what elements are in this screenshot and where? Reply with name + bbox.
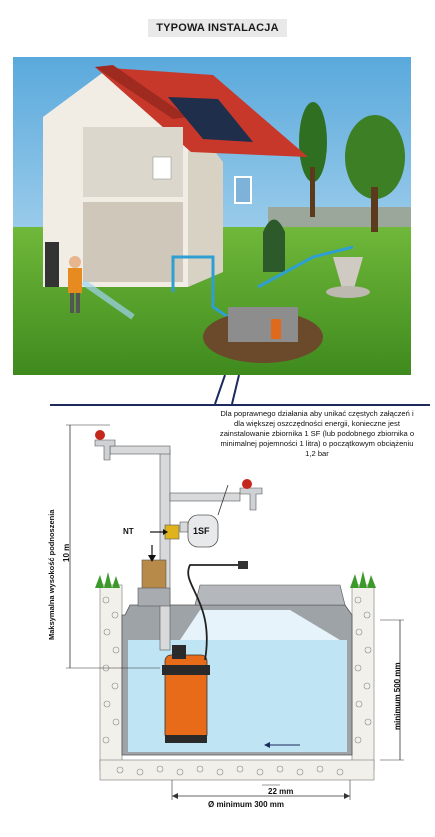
float-switch-box xyxy=(141,559,167,591)
gardener-icon xyxy=(68,268,82,293)
min-500-label: minimum 500 mm xyxy=(393,662,402,730)
max-height-label: Maksymalna wysokość podnoszenia xyxy=(47,509,56,640)
grass-icon xyxy=(95,572,120,588)
tap-icon xyxy=(239,487,263,511)
pressure-tank-1sf xyxy=(187,514,219,548)
installation-note: Dla poprawnego działania aby unikać częs… xyxy=(219,409,415,458)
fountain-icon xyxy=(333,257,363,292)
door-icon xyxy=(263,219,285,272)
tree-icon xyxy=(345,115,405,199)
tree-icon xyxy=(299,102,327,182)
plug-icon xyxy=(238,561,248,569)
tap-handle-icon xyxy=(242,479,252,489)
power-cable xyxy=(187,564,240,661)
gravel-left xyxy=(99,584,123,771)
grass-icon xyxy=(350,571,376,588)
water xyxy=(128,640,347,752)
min-300-label: Ø minimum 300 mm xyxy=(208,800,285,809)
page-title: TYPOWA INSTALACJA xyxy=(148,19,287,37)
tap-icon xyxy=(94,439,116,461)
solar-panel-icon xyxy=(168,97,253,142)
well-installation-diagram xyxy=(50,375,430,800)
discharge-pipe xyxy=(159,449,171,651)
tank-label: 1SF xyxy=(193,526,210,536)
rain-tank-icon xyxy=(45,242,59,287)
dim-22-label: 22 mm xyxy=(268,787,294,796)
tap-handle-icon xyxy=(95,430,105,440)
max-height-value: 10 m xyxy=(62,543,71,562)
house-installation-illustration xyxy=(13,57,411,375)
gravel-right xyxy=(351,584,375,771)
title-banner: TYPOWA INSTALACJA xyxy=(0,18,435,37)
nt-label: NT xyxy=(123,527,134,536)
pump-icon xyxy=(271,319,281,339)
